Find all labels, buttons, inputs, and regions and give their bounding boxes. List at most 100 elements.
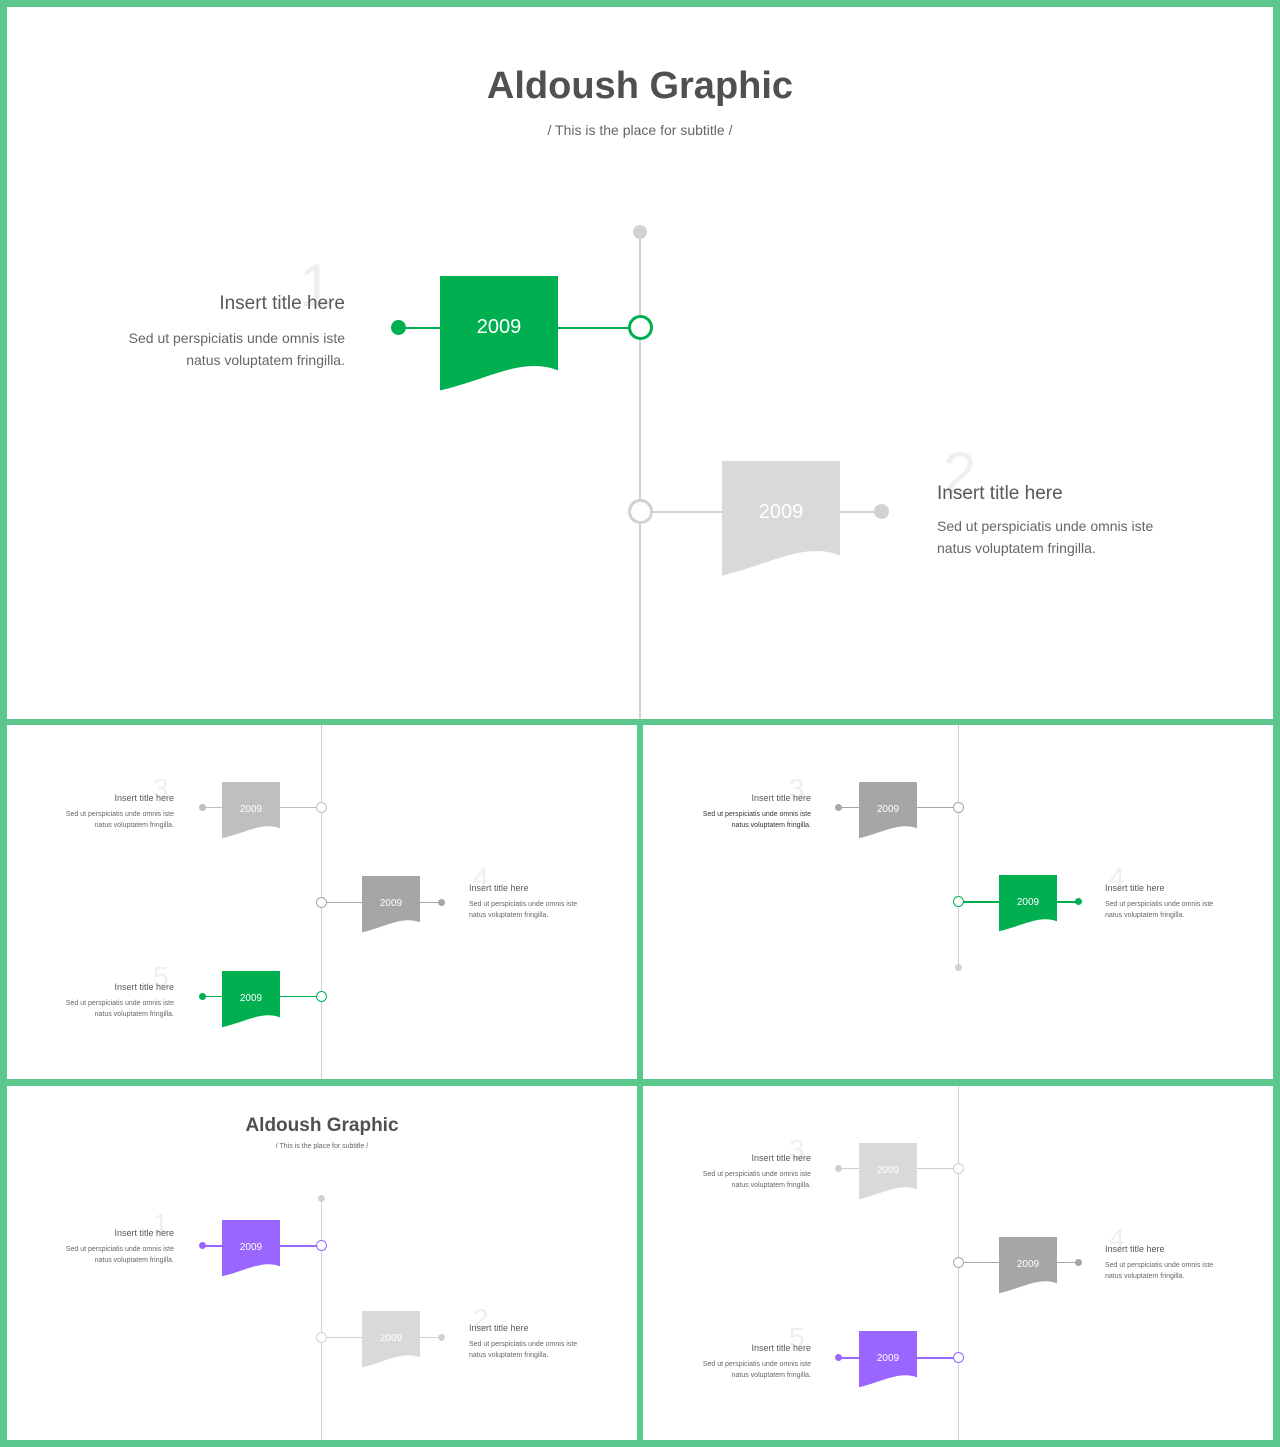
year-label: 2009: [239, 993, 263, 1004]
step-title: Insert title here: [1105, 883, 1165, 893]
desc-line: natus voluptatem fringilla.: [94, 1256, 174, 1264]
step-number: 4: [473, 862, 489, 893]
step-description: Sed ut perspiciatis unde omnis iste natu…: [469, 1340, 619, 1362]
desc-line: natus voluptatem fringilla.: [731, 1181, 811, 1189]
year-flag: 2009: [722, 461, 840, 579]
year-flag: 2009: [859, 1143, 917, 1201]
year-label: 2009: [379, 1333, 403, 1344]
flag-shape: [999, 1237, 1057, 1294]
desc-line: natus voluptatem fringilla.: [1105, 1272, 1185, 1280]
timeline-node: [316, 1332, 327, 1343]
timeline-axis: [321, 1200, 322, 1440]
step-number: 5: [789, 1322, 805, 1353]
timeline-node: [953, 896, 964, 907]
step-title: Insert title here: [1105, 1244, 1165, 1254]
desc-line: Sed ut perspiciatis unde omnis iste: [702, 1361, 811, 1368]
desc-line: natus voluptatem fringilla.: [1105, 911, 1185, 919]
connector-end-dot: [199, 993, 206, 1000]
connector-end-dot: [438, 1334, 445, 1341]
timeline-node: [953, 1163, 964, 1174]
step-title: Insert title here: [751, 1153, 811, 1163]
year-label: 2009: [1016, 1259, 1040, 1270]
flag-shape: [222, 1220, 280, 1277]
connector-end-dot: [199, 804, 206, 811]
desc-line: natus voluptatem fringilla.: [731, 1371, 811, 1379]
year-label: 2009: [876, 804, 900, 815]
desc-line: natus voluptatem fringilla.: [469, 911, 549, 919]
year-label: 2009: [758, 501, 804, 523]
connector-end-dot: [874, 504, 889, 519]
desc-line: natus voluptatem fringilla.: [94, 821, 174, 829]
desc-line: Sed ut perspiciatis unde omnis iste: [702, 1171, 811, 1178]
timeline-node: [628, 499, 653, 524]
timeline-node: [316, 897, 327, 908]
year-flag: 2009: [859, 1331, 917, 1389]
step-title: Insert title here: [937, 483, 1063, 504]
connector-end-dot: [835, 1165, 842, 1172]
timeline-node: [953, 802, 964, 813]
year-flag: 2009: [362, 876, 420, 934]
flag-shape: [222, 971, 280, 1028]
year-label: 2009: [239, 804, 263, 815]
step-number: 2: [943, 440, 977, 507]
timeline-axis: [639, 232, 641, 719]
step-number: 1: [153, 1208, 169, 1239]
timeline-node: [316, 991, 327, 1002]
desc-line: Sed ut perspiciatis unde omnis iste: [128, 330, 345, 346]
flag-shape: [859, 782, 917, 839]
desc-line: natus voluptatem fringilla.: [94, 1010, 174, 1018]
step-title: Insert title here: [114, 1228, 174, 1238]
thumbnail-slide-c: Aldoush Graphic / This is the place for …: [7, 1086, 637, 1440]
step-description: Sed ut perspiciatis unde omnis iste natu…: [1105, 1261, 1255, 1283]
year-flag: 2009: [222, 782, 280, 840]
flag-shape: [859, 1143, 917, 1200]
year-label: 2009: [876, 1353, 900, 1364]
flag-shape: [440, 276, 558, 391]
connector-end-dot: [199, 1242, 206, 1249]
desc-line: Sed ut perspiciatis unde omnis iste: [65, 1000, 174, 1007]
desc-line: natus voluptatem fringilla.: [469, 1351, 549, 1359]
timeline-start-dot: [318, 1195, 325, 1202]
year-label: 2009: [876, 1165, 900, 1176]
desc-line: Sed ut perspiciatis unde omnis iste: [1105, 1262, 1214, 1269]
step-description: Sed ut perspiciatis unde omnis iste natu…: [671, 810, 811, 832]
desc-line: Sed ut perspiciatis unde omnis iste: [1105, 901, 1214, 908]
year-flag: 2009: [362, 1311, 420, 1369]
year-label: 2009: [1016, 897, 1040, 908]
step-number: 1: [299, 252, 333, 319]
step-number: 4: [1109, 1223, 1125, 1254]
step-title: Insert title here: [114, 982, 174, 992]
desc-line: Sed ut perspiciatis unde omnis iste: [937, 518, 1154, 534]
year-flag: 2009: [222, 1220, 280, 1278]
step-number: 5: [153, 961, 169, 992]
year-label: 2009: [379, 898, 403, 909]
timeline-node: [316, 802, 327, 813]
timeline-node: [953, 1352, 964, 1363]
year-flag: 2009: [222, 971, 280, 1029]
step-description: Sed ut perspiciatis unde omnis iste natu…: [937, 516, 1237, 559]
step-description: Sed ut perspiciatis unde omnis iste natu…: [1105, 900, 1255, 922]
step-number: 3: [789, 1134, 805, 1165]
flag-shape: [722, 461, 840, 576]
timeline-node: [316, 1240, 327, 1251]
timeline-axis: [958, 725, 959, 967]
step-description: Sed ut perspiciatis unde omnis iste natu…: [671, 1360, 811, 1382]
step-description: Sed ut perspiciatis unde omnis iste natu…: [469, 900, 619, 922]
step-title: Insert title here: [469, 883, 529, 893]
timeline-end-dot: [955, 964, 962, 971]
year-flag: 2009: [999, 1237, 1057, 1295]
connector-end-dot: [835, 1354, 842, 1361]
desc-line: Sed ut perspiciatis unde omnis iste: [65, 1246, 174, 1253]
desc-line: Sed ut perspiciatis unde omnis iste: [65, 811, 174, 818]
flag-shape: [222, 782, 280, 839]
connector-end-dot: [391, 320, 406, 335]
year-label: 2009: [476, 316, 522, 338]
year-label: 2009: [239, 1242, 263, 1253]
timeline-start-dot: [633, 225, 647, 239]
year-flag: 2009: [999, 875, 1057, 933]
slide-subtitle: / This is the place for subtitle /: [547, 122, 733, 138]
step-number: 4: [1109, 862, 1125, 893]
step-title: Insert title here: [751, 793, 811, 803]
timeline-node: [953, 1257, 964, 1268]
connector-end-dot: [1075, 1259, 1082, 1266]
